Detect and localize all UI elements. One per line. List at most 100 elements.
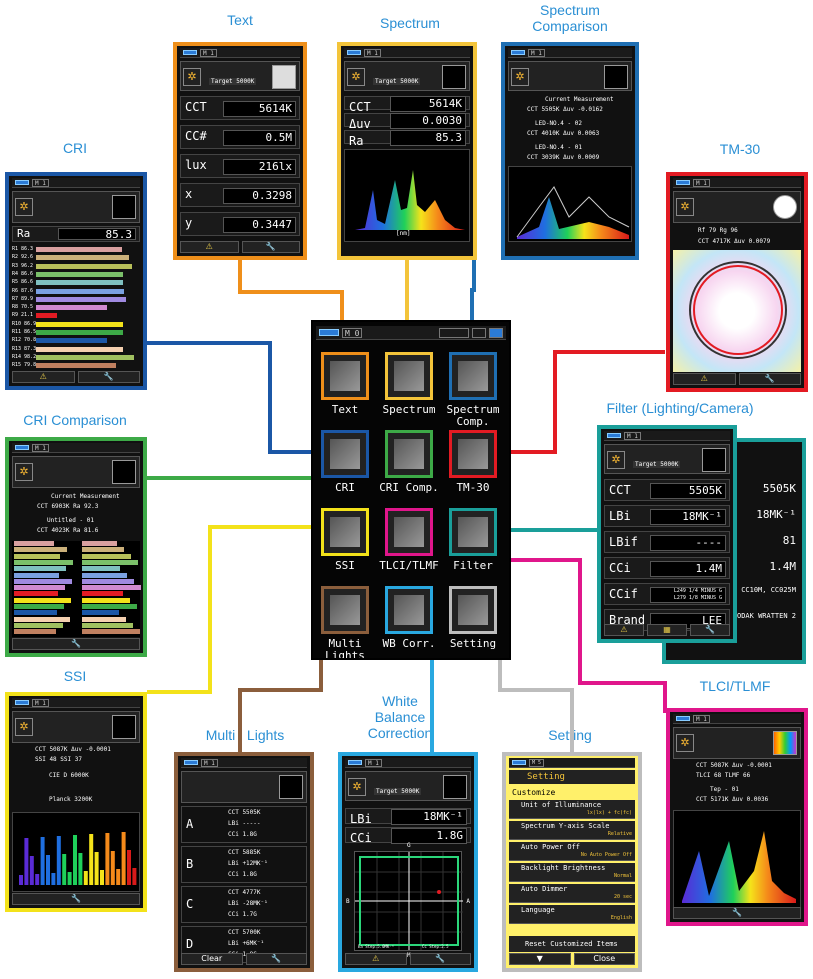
mode-indicator: M 1	[624, 431, 641, 440]
filter-icon[interactable]: ▦	[647, 624, 687, 636]
cri-bar	[36, 255, 129, 261]
wrench-icon[interactable]: 🔧	[690, 624, 730, 636]
menu-text-button[interactable]	[321, 352, 369, 400]
value-label: CCi	[350, 831, 372, 845]
menu-setting-button[interactable]	[449, 586, 497, 634]
value-row: CC#0.5M	[180, 125, 300, 149]
ra-label: Ra	[17, 227, 31, 240]
group-value: CCT 5885K	[228, 849, 261, 856]
comparison-mode-icon[interactable]	[604, 65, 628, 89]
warning-icon[interactable]: ⚠	[673, 373, 736, 385]
menu-cri-label: CRI	[335, 481, 355, 494]
cri-row: R4 86.6	[12, 271, 140, 278]
cri-compare-bar-left	[14, 585, 65, 591]
sun-icon[interactable]: ✲	[511, 68, 529, 86]
caption-cri: CRI	[62, 140, 88, 156]
spectrum-mode-icon[interactable]	[442, 65, 466, 89]
cri-compare-bar-left	[14, 604, 64, 609]
sun-icon[interactable]: ✲	[15, 718, 33, 736]
filter-back-value: 1.4M	[769, 560, 797, 573]
cri-bar	[36, 288, 124, 294]
sun-icon[interactable]: ✲	[348, 778, 366, 796]
wrench-icon[interactable]: 🔧	[12, 893, 140, 905]
wrench-icon[interactable]: 🔧	[241, 241, 300, 253]
close-button[interactable]: Close	[573, 953, 635, 965]
mode-indicator: M 1	[32, 443, 49, 452]
cri-label: R4 86.6	[12, 270, 34, 277]
sun-icon[interactable]: ✲	[15, 463, 33, 481]
wrench-icon[interactable]: 🔧	[77, 371, 140, 383]
tlci-mode-icon[interactable]	[773, 731, 797, 755]
caption-spectrum-comparison: Spectrum Comparison	[532, 2, 608, 34]
multi-lights-mode-icon[interactable]	[279, 775, 303, 799]
cri-comparison-mode-icon[interactable]	[112, 460, 136, 484]
ssi-mode-icon[interactable]	[112, 715, 136, 739]
clear-button[interactable]: Clear	[181, 953, 243, 965]
menu-ssi-button[interactable]	[321, 508, 369, 556]
wrench-icon[interactable]: 🔧	[738, 373, 801, 385]
reference-1: CIE D 6000K	[49, 772, 89, 779]
setting-panel: M 5 Setting Customize Unit of Illuminanc…	[502, 752, 642, 972]
sun-icon[interactable]: ✲	[347, 68, 365, 86]
wrench-icon[interactable]: 🔧	[12, 638, 140, 650]
cri-row: R13 87.3	[12, 346, 140, 353]
cri-bar	[36, 313, 58, 319]
tm30-mode-icon[interactable]	[773, 195, 797, 219]
wrench-icon[interactable]: 🔧	[245, 953, 307, 965]
filter-back-value: 18MK⁻¹	[756, 508, 796, 521]
cri-label: R5 86.6	[12, 279, 34, 286]
menu-tlci-tlmf-button[interactable]	[385, 508, 433, 556]
wb-mode-icon[interactable]	[443, 775, 467, 799]
scroll-down-button[interactable]: ▼	[509, 953, 571, 965]
battery-icon	[15, 700, 29, 705]
setting-title: Setting	[509, 770, 635, 784]
cri-compare-bar-left	[14, 572, 59, 578]
battery-icon	[676, 716, 690, 721]
cri-compare-bar-left	[14, 622, 63, 628]
warning-icon[interactable]: ⚠	[12, 371, 75, 383]
setting-value: Relative	[607, 831, 632, 837]
menu-filter-button[interactable]	[449, 508, 497, 556]
text-mode-icon[interactable]	[272, 65, 296, 89]
menu-text-label: Text	[331, 403, 359, 416]
menu-spectrum-comp-button[interactable]	[449, 352, 497, 400]
sun-icon[interactable]: ✲	[15, 198, 33, 216]
menu-multi-lights-button[interactable]	[321, 586, 369, 634]
sun-icon[interactable]: ✲	[676, 734, 694, 752]
warning-icon[interactable]: ⚠	[345, 953, 407, 965]
menu-cri-button[interactable]	[321, 430, 369, 478]
sun-icon[interactable]: ✲	[183, 68, 201, 86]
menu-cri-comp-button[interactable]	[385, 430, 433, 478]
cri-row: R14 98.2	[12, 354, 140, 361]
warning-icon[interactable]: ⚠	[604, 624, 644, 636]
wrench-icon[interactable]: 🔧	[673, 907, 801, 919]
warning-icon[interactable]: ⚠	[180, 241, 239, 253]
cri-row: R15 79.8	[12, 362, 140, 369]
battery-icon	[183, 50, 197, 55]
menu-tm30-button[interactable]	[449, 430, 497, 478]
menu-wb-corr-button[interactable]	[385, 586, 433, 634]
filter-mode-icon[interactable]	[702, 448, 726, 472]
ra-value: 85.3	[58, 228, 136, 240]
sun-icon[interactable]: ✲	[607, 451, 625, 469]
group-value: CCi 1.8G	[228, 831, 257, 838]
menu-spectrum-button[interactable]	[385, 352, 433, 400]
caption-ssi: SSI	[63, 668, 87, 684]
cri-mode-icon[interactable]	[112, 195, 136, 219]
wrench-icon[interactable]: 🔧	[409, 953, 471, 965]
sun-icon[interactable]: ✲	[676, 198, 694, 216]
reset-button[interactable]: Reset Customized Items	[509, 936, 635, 952]
ssi-bar	[62, 854, 67, 885]
ssi-values: SSI 48 SSI 37	[35, 756, 82, 763]
